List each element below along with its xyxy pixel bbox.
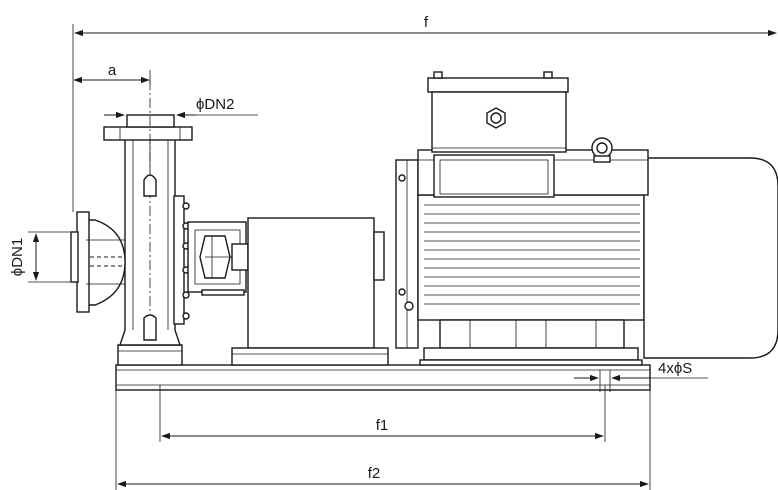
coupling <box>187 221 249 296</box>
label-dn2: ϕDN2 <box>196 96 234 113</box>
label-f: f <box>424 14 429 31</box>
label-a: a <box>108 62 117 79</box>
terminal-box <box>427 71 569 198</box>
label-s: 4xϕS <box>658 360 692 377</box>
label-dn1: ϕDN1 <box>9 238 26 276</box>
base-frame <box>115 364 651 392</box>
label-f2: f2 <box>368 465 381 482</box>
dimension-dn1: ϕDN1 <box>9 231 70 283</box>
dimension-s: 4xϕS <box>574 360 708 392</box>
cable-gland-icon <box>486 107 506 129</box>
lifting-eye-icon <box>591 137 613 163</box>
dimension-f2: f2 <box>115 390 651 490</box>
pump-casing <box>70 80 193 366</box>
dimension-dn2: ϕDN2 <box>104 96 258 119</box>
dimension-f: f <box>72 14 777 212</box>
dimension-f1: f1 <box>159 392 606 442</box>
bearing-housing <box>231 217 389 366</box>
cooling-fins <box>424 204 640 305</box>
label-f1: f1 <box>376 417 389 434</box>
dimension-a: a <box>73 62 151 84</box>
